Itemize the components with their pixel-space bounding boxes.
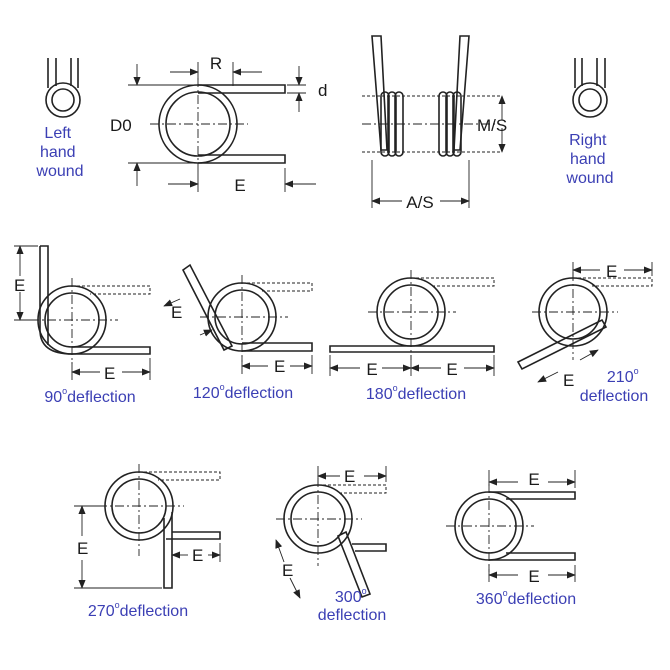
deflection-210-diagram: [516, 262, 653, 383]
deflection-360-caption: 360odeflection: [476, 588, 576, 608]
deflection-120-caption: 120odeflection: [193, 382, 293, 402]
deflection-90-e-horizontal: E: [104, 364, 115, 383]
deflection-90-caption: 90odeflection: [44, 386, 135, 406]
spring-front-view: [362, 35, 506, 208]
deflection-210-caption: 210o deflection: [580, 361, 649, 405]
r-label: R: [210, 54, 222, 73]
deflection-120-diagram: [163, 263, 313, 374]
deflection-360-diagram: [446, 470, 576, 582]
left-hand-wound-icon: [45, 58, 81, 118]
deflection-270-diagram: [74, 464, 221, 589]
ms-label: M/S: [477, 116, 507, 135]
d-label: d: [318, 81, 327, 100]
deflection-120-e-horizontal: E: [274, 357, 285, 376]
deflection-270-caption: 270odeflection: [88, 600, 188, 620]
deflection-90-diagram: [14, 245, 151, 380]
deflection-90-e-vertical: E: [14, 276, 25, 295]
deflection-300-caption: 300o deflection: [318, 581, 387, 624]
e-label: E: [234, 176, 245, 195]
deflection-300-e-leg: E: [282, 561, 293, 580]
deflection-300-e-top: E: [344, 467, 355, 486]
deflection-180-caption: 180odeflection: [366, 383, 466, 403]
deflection-360-e-top: E: [528, 470, 539, 489]
deflection-180-e-left: E: [366, 360, 377, 379]
deflection-210-e-top: E: [606, 262, 617, 281]
left-hand-wound-label: Left hand wound: [35, 125, 83, 180]
deflection-210-e-leg: E: [563, 371, 574, 390]
spring-side-view: [128, 62, 316, 192]
deflection-180-diagram: [329, 270, 495, 376]
right-hand-wound-icon: [572, 58, 608, 118]
deflection-270-e-horizontal: E: [192, 546, 203, 565]
deflection-360-e-bottom: E: [528, 567, 539, 586]
d0-label: D0: [110, 116, 132, 135]
deflection-120-e-leg: E: [171, 303, 182, 322]
deflection-270-e-vertical: E: [77, 539, 88, 558]
right-hand-wound-label: Right hand wound: [565, 132, 613, 187]
as-label: A/S: [406, 193, 433, 212]
deflection-300-diagram: [275, 466, 387, 599]
deflection-180-e-right: E: [446, 360, 457, 379]
